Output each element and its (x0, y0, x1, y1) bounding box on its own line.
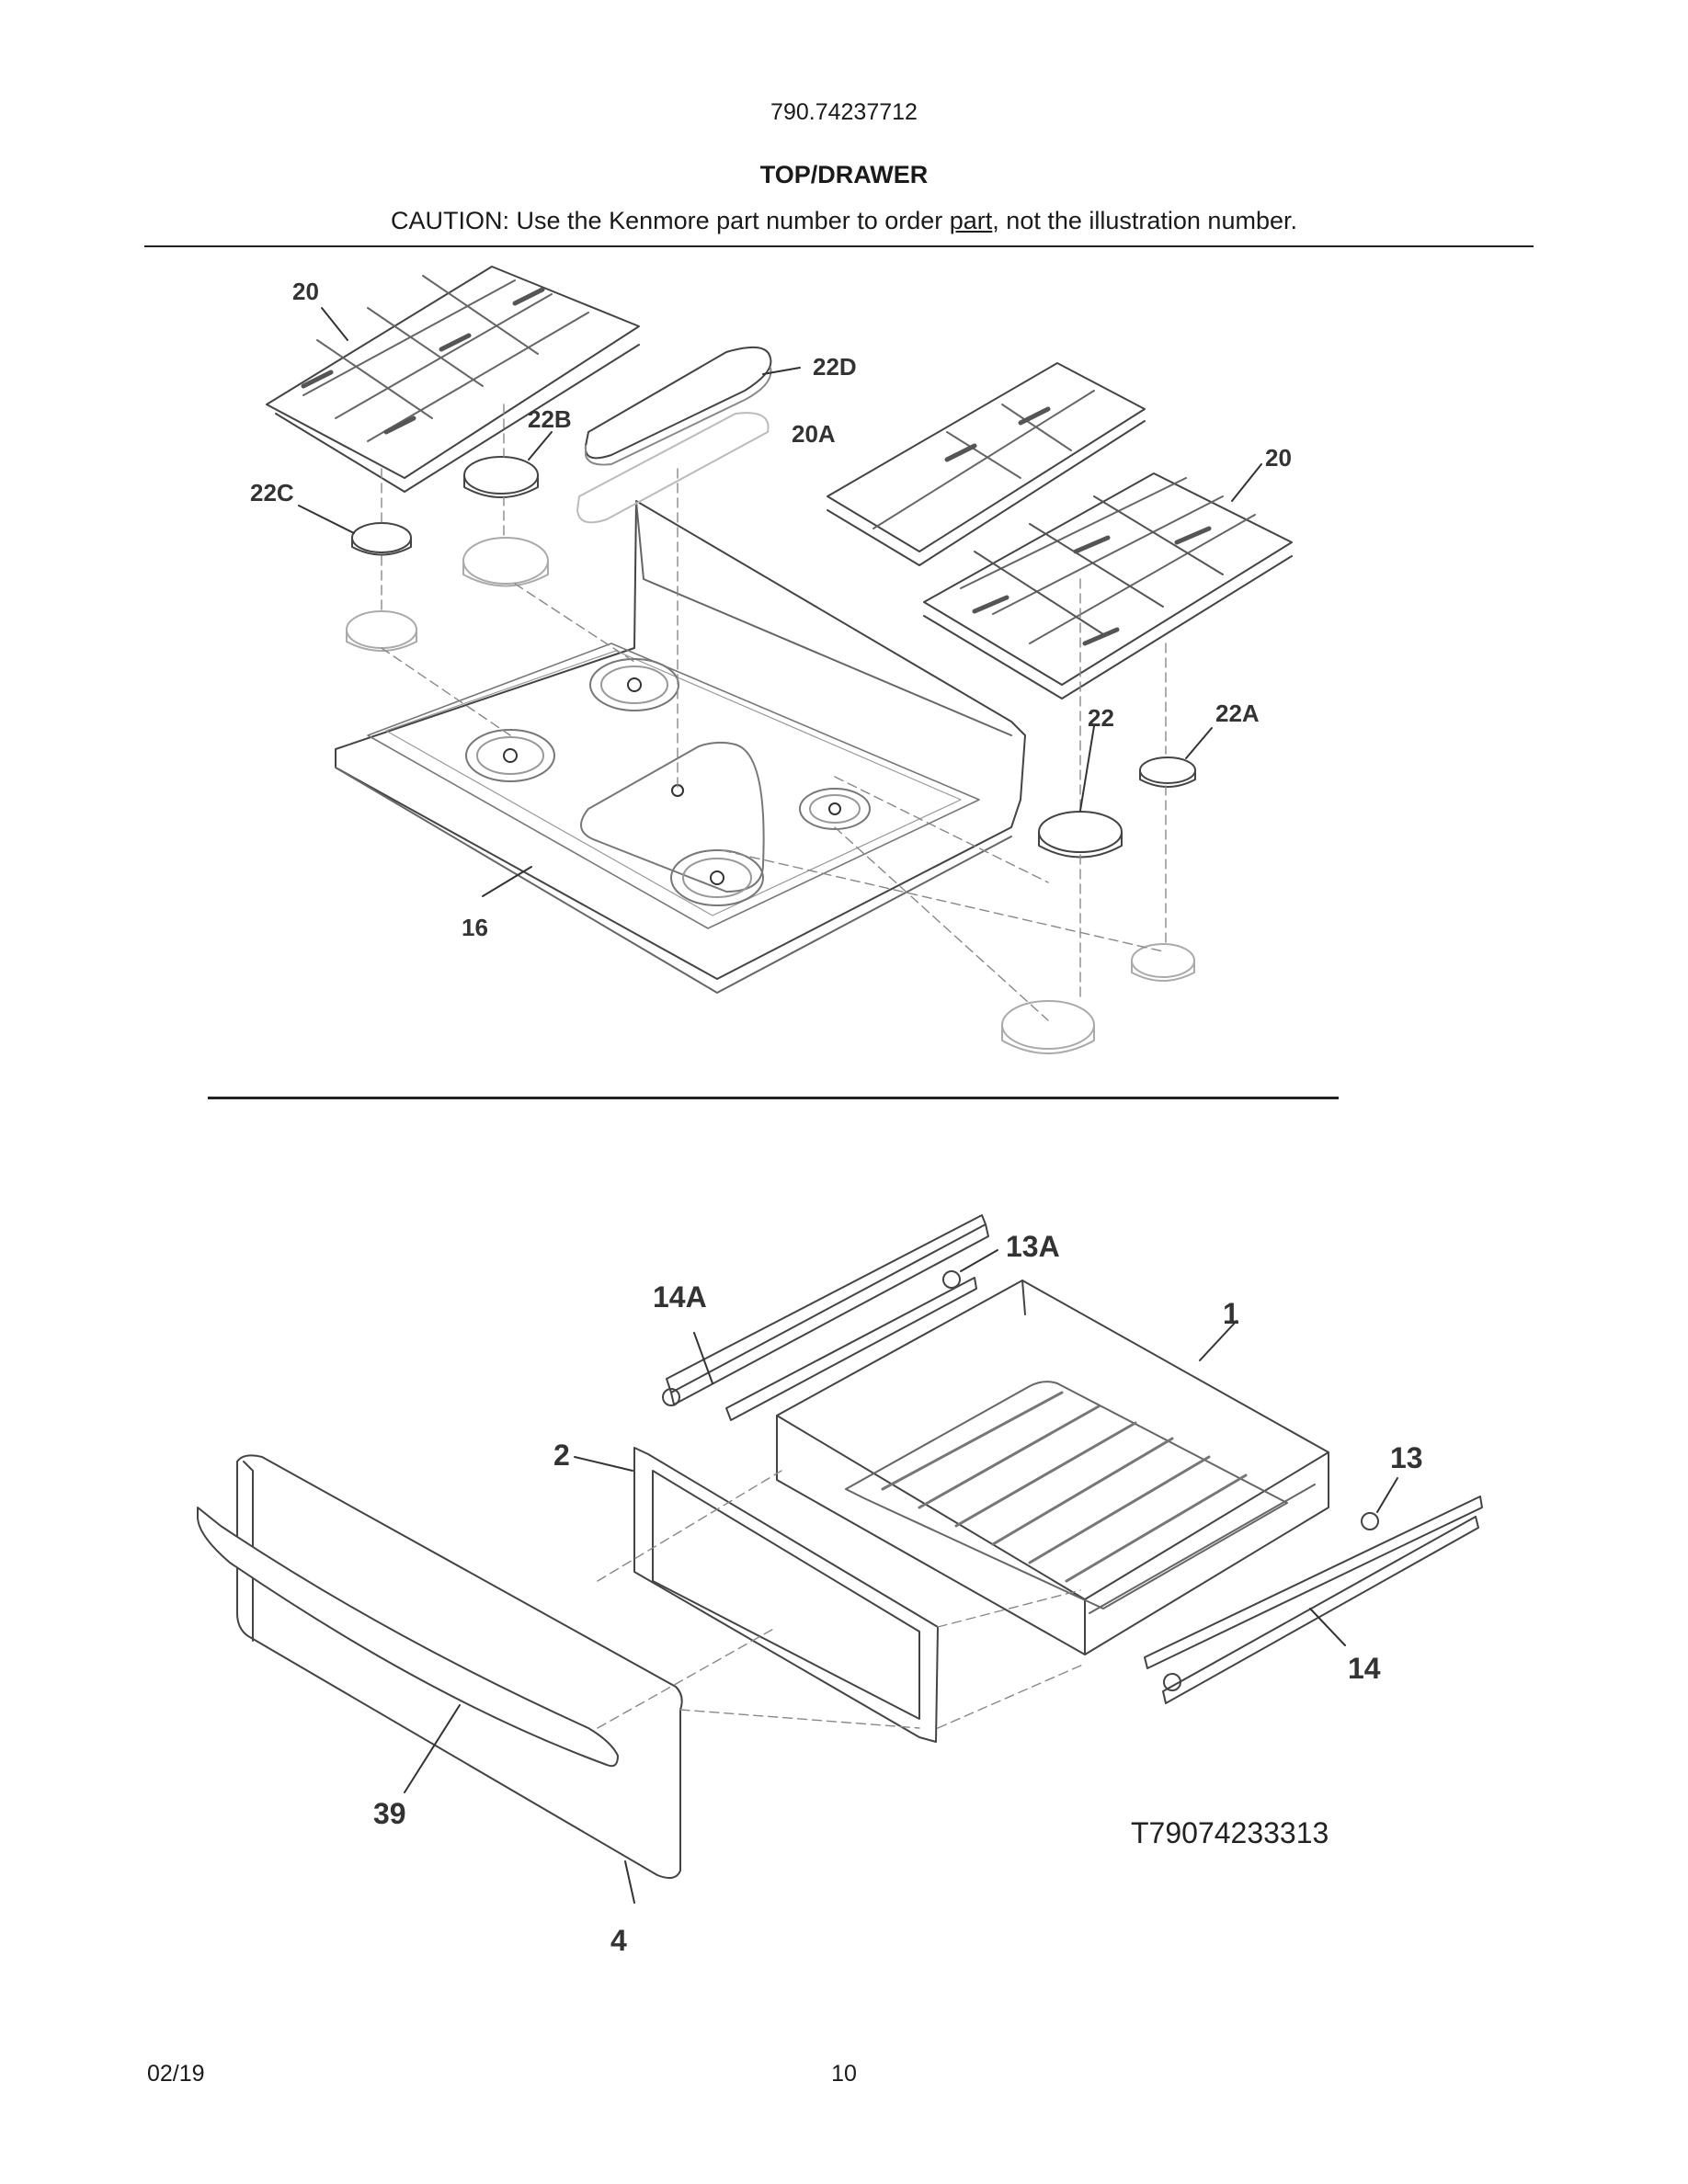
callout-cap-22: 22 (1088, 704, 1114, 732)
callout-drawer-body: 1 (1223, 1297, 1239, 1330)
callout-rail-13: 13 (1390, 1441, 1423, 1474)
top-assembly-lines (381, 404, 1167, 1021)
grate-right-drawing (923, 472, 1293, 700)
callout-rail-14: 14 (1348, 1652, 1381, 1685)
callout-grate-left: 20 (292, 278, 319, 305)
drawer-assembly-lines (597, 1470, 1086, 1729)
grate-center-drawing (827, 362, 1146, 566)
callout-grate-right: 20 (1265, 444, 1292, 472)
cooktop-drawing (335, 500, 1026, 994)
callout-cap-22d: 22D (813, 353, 857, 381)
page-number: 10 (831, 2061, 857, 2087)
callout-grate-center: 20A (792, 420, 836, 448)
callout-cap-22b: 22B (528, 405, 572, 433)
header-rule (144, 245, 1534, 247)
callout-drawer-panel: 4 (610, 1924, 627, 1957)
model-number: 790.74237712 (770, 99, 918, 125)
top-leader-lines (298, 307, 1262, 897)
caution-suffix: , not the illustration number. (992, 207, 1297, 234)
callout-cooktop: 16 (462, 914, 488, 941)
drawer-rails-back-drawing (662, 1214, 989, 1421)
callout-rail-14a: 14A (653, 1280, 707, 1314)
drawer-body-drawing (776, 1280, 1329, 1655)
caution-prefix: CAUTION: Use the Kenmore part number to … (391, 207, 950, 234)
grate-left-drawing (266, 266, 640, 493)
callout-rail-13a: 13A (1006, 1230, 1060, 1263)
callout-cap-22c: 22C (250, 479, 294, 506)
drawer-frame-drawing (633, 1447, 939, 1743)
callout-cap-22a: 22A (1215, 700, 1260, 727)
section-divider (208, 1097, 1339, 1099)
callout-drawer-frame: 2 (553, 1439, 570, 1472)
handle-drawing (197, 1507, 619, 1768)
drawer-rails-front-drawing (1144, 1496, 1483, 1704)
burner-parts-drawing (346, 346, 1196, 1054)
caution-note: CAUTION: Use the Kenmore part number to … (0, 207, 1688, 235)
illustration-code: T79074233313 (1131, 1816, 1329, 1849)
drawer-leader-lines (404, 1249, 1398, 1904)
callout-handle: 39 (373, 1797, 406, 1830)
caution-underlined: part (949, 207, 993, 234)
section-title: TOP/DRAWER (759, 161, 929, 188)
footer-date: 02/19 (147, 2061, 205, 2087)
